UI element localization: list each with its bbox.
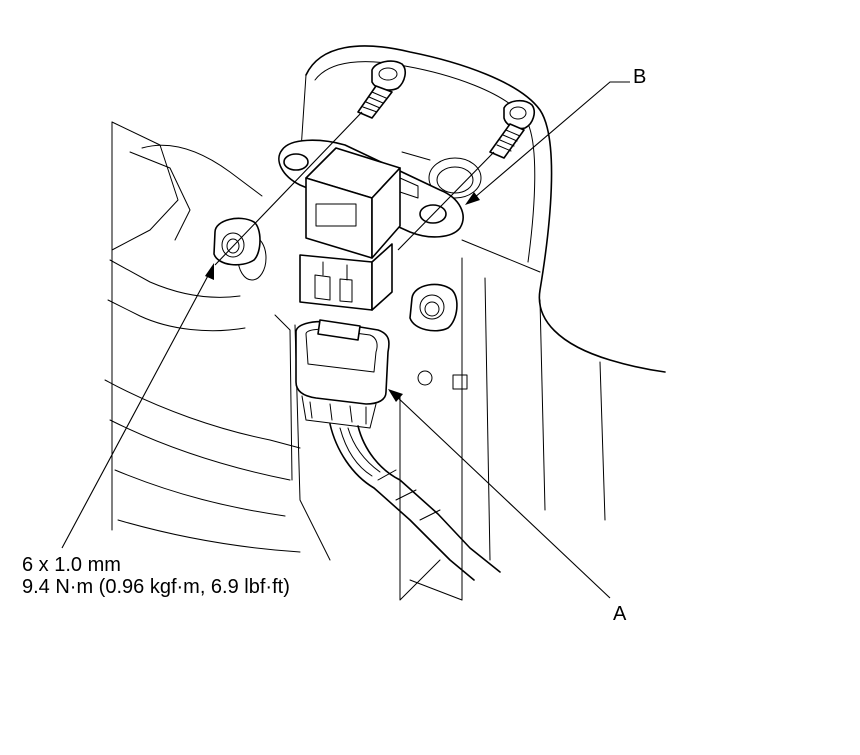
mounting-bracket [294,45,666,601]
callout-label-b: B [633,66,647,88]
flange-nut-right [409,283,458,332]
connector-a [295,319,390,429]
leader-a [388,389,611,599]
wire-harness [329,423,501,581]
bolt-centerlines [214,111,495,266]
body-panel [104,121,301,553]
callout-label-a: A [613,603,627,625]
sensor [278,139,464,311]
bracket-boss-holes [237,157,482,281]
fastener-size: 6 x 1.0 mm [22,554,121,576]
leader-nut [61,263,214,549]
mounting-bolt-right [489,99,535,159]
fastener-torque: 9.4 N·m (0.96 kgf·m, 6.9 lbf·ft) [22,576,290,598]
mounting-bolt-left [357,60,407,119]
leader-b [465,81,630,205]
fastener-spec: 6 x 1.0 mm 9.4 N·m (0.96 kgf·m, 6.9 lbf·… [22,554,290,598]
